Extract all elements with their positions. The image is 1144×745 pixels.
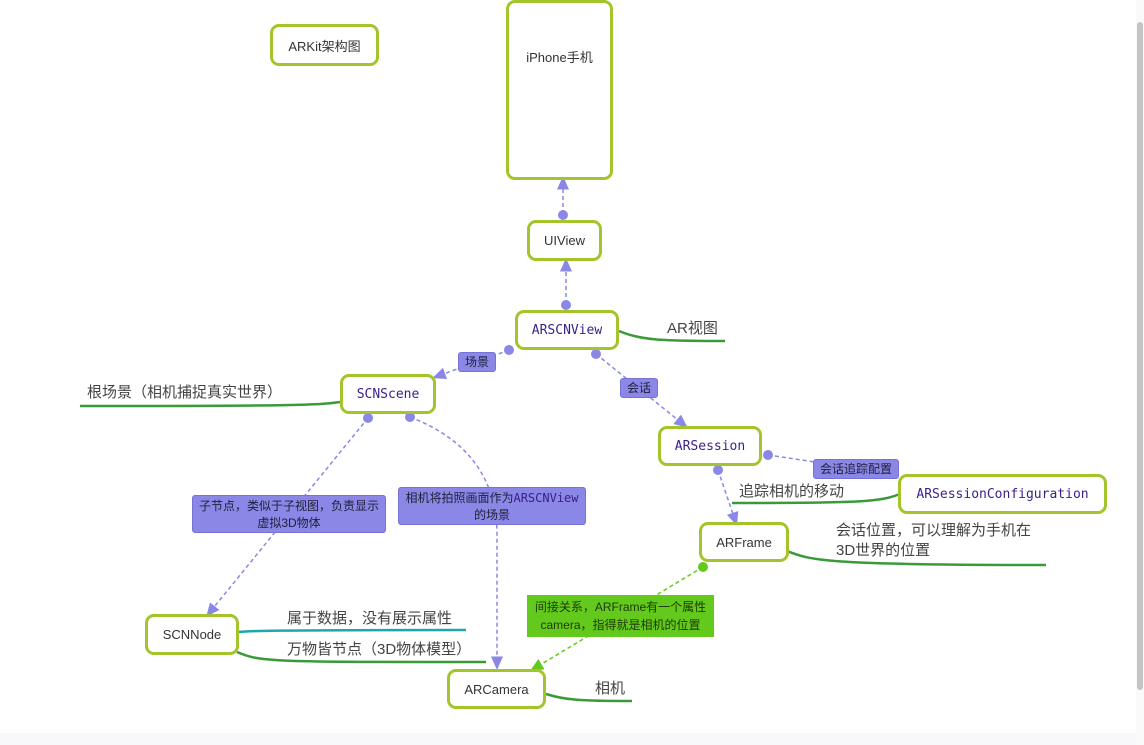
vertical-scrollbar[interactable]	[1136, 0, 1144, 745]
relation-tag-camera-scene: 相机将拍照画面作为ARSCNView 的场景	[398, 487, 586, 525]
relation-tag-session-label: 会话	[626, 381, 651, 395]
bottom-edge	[0, 733, 1136, 745]
note-scnnode-data: 属于数据，没有展示属性	[287, 610, 453, 627]
link-dot	[698, 562, 708, 572]
arscnview-node[interactable]: ARSCNView	[515, 310, 619, 350]
relation-tag-camera-scene-suffix: 的场景	[473, 508, 510, 522]
note-scnscene: 根场景（相机捕捉真实世界）	[87, 384, 283, 401]
link-dot	[363, 413, 373, 423]
relation-tag-indirect-line1: 间接关系，ARFrame有一个属性	[534, 600, 707, 614]
link-dot	[561, 300, 571, 310]
note-arframe-line1: 会话位置，可以理解为手机在	[836, 522, 1032, 539]
arsessionconfiguration-node-label: ARSessionConfiguration	[916, 486, 1089, 502]
relation-tag-camera-scene-prefix: 相机将拍照画面作为	[405, 491, 514, 505]
relation-tag-session-tracking-config-label: 会话追踪配置	[819, 462, 892, 476]
scnscene-node[interactable]: SCNScene	[340, 374, 436, 414]
arcamera-node[interactable]: ARCamera	[447, 669, 546, 709]
relation-tag-indirect-line2: camera，指得就是相机的位置	[540, 618, 701, 632]
relation-tag-child-node: 子节点，类似于子视图，负责显示 虚拟3D物体	[192, 495, 386, 533]
relation-tag-scene-label: 场景	[464, 355, 489, 369]
note-arframe-line2: 3D世界的位置	[836, 542, 931, 559]
arscnview-node-label: ARSCNView	[531, 322, 603, 338]
arcamera-node-label: ARCamera	[464, 681, 529, 697]
relation-tag-camera-scene-class: ARSCNView	[513, 491, 579, 505]
relation-tag-session: 会话	[620, 378, 658, 398]
iphone-node-label: iPhone手机	[526, 50, 593, 65]
relation-tag-child-node-line1: 子节点，类似于子视图，负责显示	[198, 499, 379, 513]
link-arsession-arframe	[717, 469, 739, 526]
title-node[interactable]: ARKit架构图	[270, 24, 379, 66]
relation-tag-child-node-line2: 虚拟3D物体	[257, 516, 321, 530]
note-arcamera: 相机	[595, 680, 626, 697]
arsession-node[interactable]: ARSession	[658, 426, 762, 466]
note-arscnview: AR视图	[667, 320, 718, 337]
note-arframe: 会话位置，可以理解为手机在 3D世界的位置	[836, 521, 1031, 561]
scnnode-node-label: SCNNode	[162, 627, 222, 642]
uiview-node[interactable]: UIView	[527, 220, 602, 261]
arsession-node-label: ARSession	[674, 438, 746, 454]
uiview-node-label: UIView	[544, 233, 585, 248]
arsessionconfiguration-node[interactable]: ARSessionConfiguration	[898, 474, 1107, 514]
link-dot	[558, 210, 568, 220]
scnnode-node[interactable]: SCNNode	[145, 614, 239, 655]
link-arsession-config	[767, 454, 816, 463]
link-dot	[763, 450, 773, 460]
title-node-label: ARKit架构图	[288, 38, 361, 54]
link-dot	[504, 345, 514, 355]
link-dot	[713, 465, 723, 475]
arframe-node[interactable]: ARFrame	[699, 522, 789, 562]
scnscene-node-label: SCNScene	[356, 386, 420, 402]
iphone-node[interactable]: iPhone手机	[506, 0, 613, 180]
arframe-node-label: ARFrame	[716, 534, 772, 550]
vertical-scrollbar-thumb[interactable]	[1137, 22, 1143, 690]
link-dot	[591, 349, 601, 359]
note-line-scnnode-data	[237, 628, 467, 634]
note-arsessionconfiguration: 追踪相机的移动	[739, 483, 845, 500]
relation-tag-session-tracking-config: 会话追踪配置	[813, 459, 899, 479]
relation-tag-indirect: 间接关系，ARFrame有一个属性 camera，指得就是相机的位置	[527, 595, 714, 637]
note-scnnode-all: 万物皆节点（3D物体模型）	[287, 641, 472, 658]
relation-tag-scene: 场景	[458, 352, 496, 372]
